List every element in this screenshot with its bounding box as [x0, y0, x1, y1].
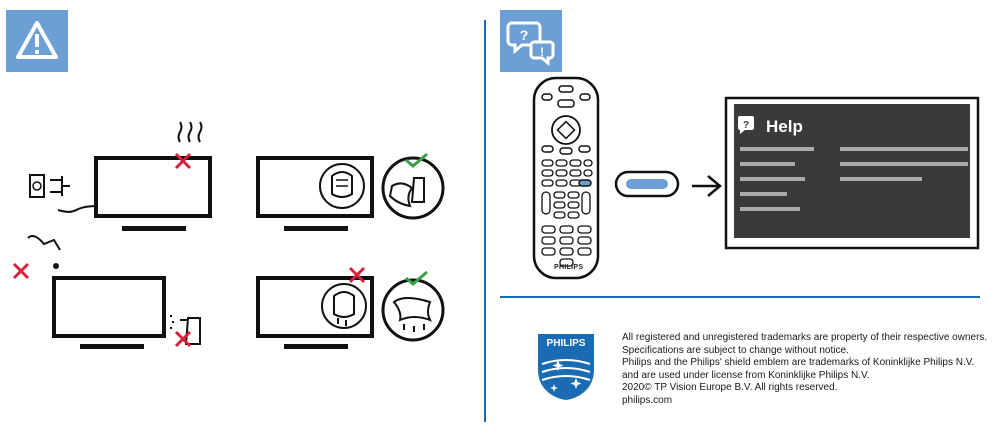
svg-text:!: ! — [540, 45, 544, 59]
legal-line: Specifications are subject to change wit… — [622, 344, 849, 356]
help-screen-title: Help — [766, 117, 803, 136]
logo-brand-label: PHILIPS — [546, 338, 586, 349]
check-icon — [405, 152, 428, 168]
philips-shield-logo — [538, 334, 594, 400]
cross-icon — [174, 152, 192, 170]
cloth-icon — [392, 297, 433, 322]
legal-line: Philips and the Philips' shield emblem a… — [622, 357, 975, 369]
plug-icon — [50, 176, 70, 196]
tv-no-spray-illustration — [12, 235, 201, 349]
svg-text:?: ? — [520, 27, 529, 43]
legal-line: All registered and unregistered trademar… — [622, 332, 988, 343]
safety-illustrations — [12, 121, 445, 349]
svg-text:?: ? — [743, 120, 749, 131]
spray-icon — [410, 177, 425, 203]
warning-badge — [6, 10, 68, 72]
heat-icon — [177, 121, 203, 143]
legal-line: and are used under license from Koninkli… — [622, 369, 870, 381]
remote-brand-label: PHILIPS — [554, 264, 584, 271]
warning-icon — [16, 21, 58, 59]
tv-dry-cloth-illustration — [256, 152, 445, 231]
cross-icon — [12, 262, 30, 280]
help-button-zoom — [614, 170, 680, 198]
horizontal-divider — [500, 296, 980, 298]
help-icon: ? ! — [506, 21, 555, 67]
tv-help-screen: ? — [724, 96, 980, 250]
cross-icon — [348, 266, 366, 284]
arrow-right-icon — [692, 175, 722, 197]
remote-control — [532, 76, 600, 280]
tv-no-wet-cloth-illustration — [256, 266, 445, 349]
cloth-icon — [388, 182, 414, 208]
tv-unplug-illustration — [29, 121, 212, 231]
legal-notice: All registered and unregistered trademar… — [622, 332, 992, 408]
help-screen-help-icon: ? — [738, 116, 754, 134]
cross-icon — [174, 330, 192, 348]
check-icon — [405, 270, 428, 286]
website-link[interactable]: philips.com — [622, 394, 673, 406]
vertical-divider — [484, 20, 486, 422]
help-badge: ? ! — [500, 10, 562, 72]
legal-line: 2020© TP Vision Europe B.V. All rights r… — [622, 382, 838, 394]
